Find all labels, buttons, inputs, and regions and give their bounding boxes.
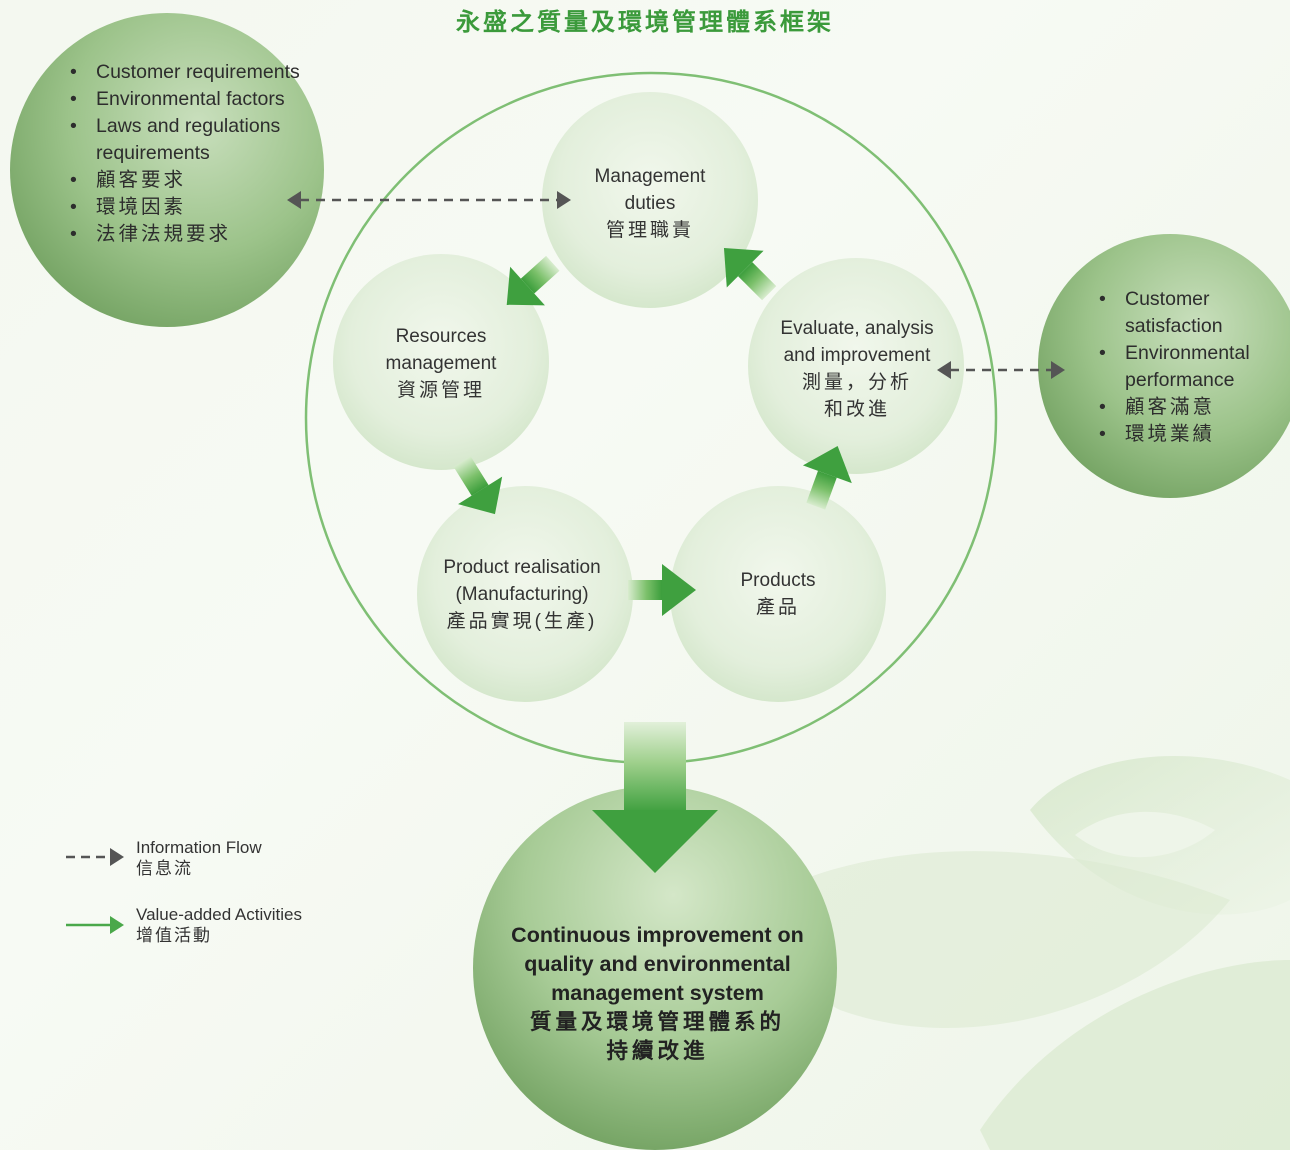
list-item: Environmental factors: [68, 86, 308, 113]
list-item: Laws and regulations requirements: [68, 113, 308, 167]
resources-management-label: Resources management 資源管理: [385, 326, 497, 401]
list-item: Customer requirements: [68, 59, 308, 86]
management-duties-circle: [542, 92, 758, 308]
resources-management-circle: [333, 254, 549, 470]
list-item: 環境因素: [68, 194, 308, 221]
outcome-label: Continuous improvement on quality and en…: [511, 923, 804, 1063]
legend-information-flow: Information Flow 信息流: [136, 838, 262, 878]
product-realisation-circle: [417, 486, 633, 702]
products-circle: [670, 486, 886, 702]
arrow-products-to-evaluate: [802, 446, 852, 510]
arrow-evaluate-to-management: [723, 247, 777, 301]
arrow-management-to-resources: [506, 255, 560, 306]
background-leaves: [760, 756, 1290, 1150]
arrow-to-outcome: [592, 722, 718, 873]
evaluate-label: Evaluate, analysis and improvement 測量，分析…: [780, 318, 934, 420]
arrow-resources-to-realisation: [453, 456, 503, 515]
management-duties-label: Management duties 管理職責: [594, 166, 706, 241]
list-item: 顧客要求: [68, 167, 308, 194]
evaluate-circle: [748, 258, 964, 474]
left-input-list: Customer requirements Environmental fact…: [68, 59, 308, 248]
product-realisation-label: Product realisation (Manufacturing) 產品實現…: [443, 557, 601, 632]
list-item: Customer satisfaction: [1097, 286, 1267, 340]
info-flow-left: [287, 191, 571, 209]
arrow-realisation-to-products: [628, 564, 696, 616]
list-item: Environmental performance: [1097, 340, 1267, 394]
list-item: 環境業績: [1097, 421, 1267, 448]
legend-green-arrow-icon: [66, 916, 124, 934]
right-output-list: Customer satisfaction Environmental perf…: [1097, 286, 1267, 448]
list-item: 法律法規要求: [68, 221, 308, 248]
products-label: Products 產品: [740, 570, 816, 618]
legend-dashed-arrow-icon: [66, 848, 124, 866]
diagram-title: 永盛之質量及環境管理體系框架: [456, 8, 834, 36]
legend-value-added: Value-added Activities 增值活動: [136, 905, 303, 945]
outcome-circle: [473, 786, 837, 1150]
info-flow-right: [937, 361, 1065, 379]
list-item: 顧客滿意: [1097, 394, 1267, 421]
